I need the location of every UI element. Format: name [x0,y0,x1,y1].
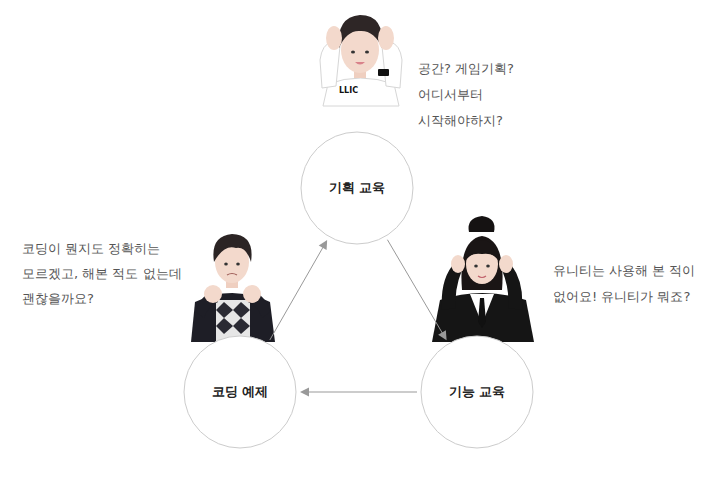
hair [213,234,251,262]
circle-label: 기능 교육 [449,383,506,401]
sweater-diamonds [216,302,250,334]
arrow-head [438,330,446,340]
avatar-user [432,216,534,342]
hair [339,15,383,48]
bangs [465,240,499,262]
arrow-line [387,240,442,334]
arrow-head [300,388,309,397]
shirt-logo: LLIC [339,86,379,96]
circle-border [301,132,413,244]
mouth [355,62,365,65]
flow-arrow [300,388,417,397]
hand [499,255,513,273]
eye [224,263,228,266]
hand [378,26,394,50]
avatar-planner [320,15,402,106]
topic-circle: 기획 교육 [300,131,414,245]
speech-text: 코딩이 뭔지도 정확히는 모르겠고, 해본 적도 없는데 괜찮을까요? [22,236,184,311]
topic-circle: 기능 교육 [420,335,534,449]
fist [204,285,222,303]
avatar-coder [191,234,275,342]
mouth [478,276,486,278]
tie [478,298,486,328]
circle-label: 기획 교육 [329,179,386,197]
arrow-line [270,247,323,340]
circle-border [184,336,296,448]
eye [236,263,240,266]
eye [474,265,478,268]
sweater [191,293,275,342]
mouth [227,274,237,276]
flow-arrow [387,240,446,341]
eye [351,51,355,54]
circle-border [421,336,533,448]
circle-label: 코딩 예제 [212,383,269,401]
hair-back [461,236,502,290]
arrow-head [319,240,327,250]
eye [486,265,490,268]
watch [378,69,389,76]
speech-text: 공간? 게임기획? 어디서부터 시작해야하지? [418,56,568,134]
hand [451,255,465,273]
ponytail [469,216,495,232]
hand [326,26,342,50]
fist [243,285,261,303]
topic-circle: 코딩 예제 [183,335,297,449]
eye [365,51,369,54]
arrow-line [308,392,417,393]
flow-arrow [270,240,327,340]
sweater-pattern [216,300,250,342]
speech-text: 유니티는 사용해 본 적이 없어요! 유니티가 뭐죠? [553,258,705,310]
